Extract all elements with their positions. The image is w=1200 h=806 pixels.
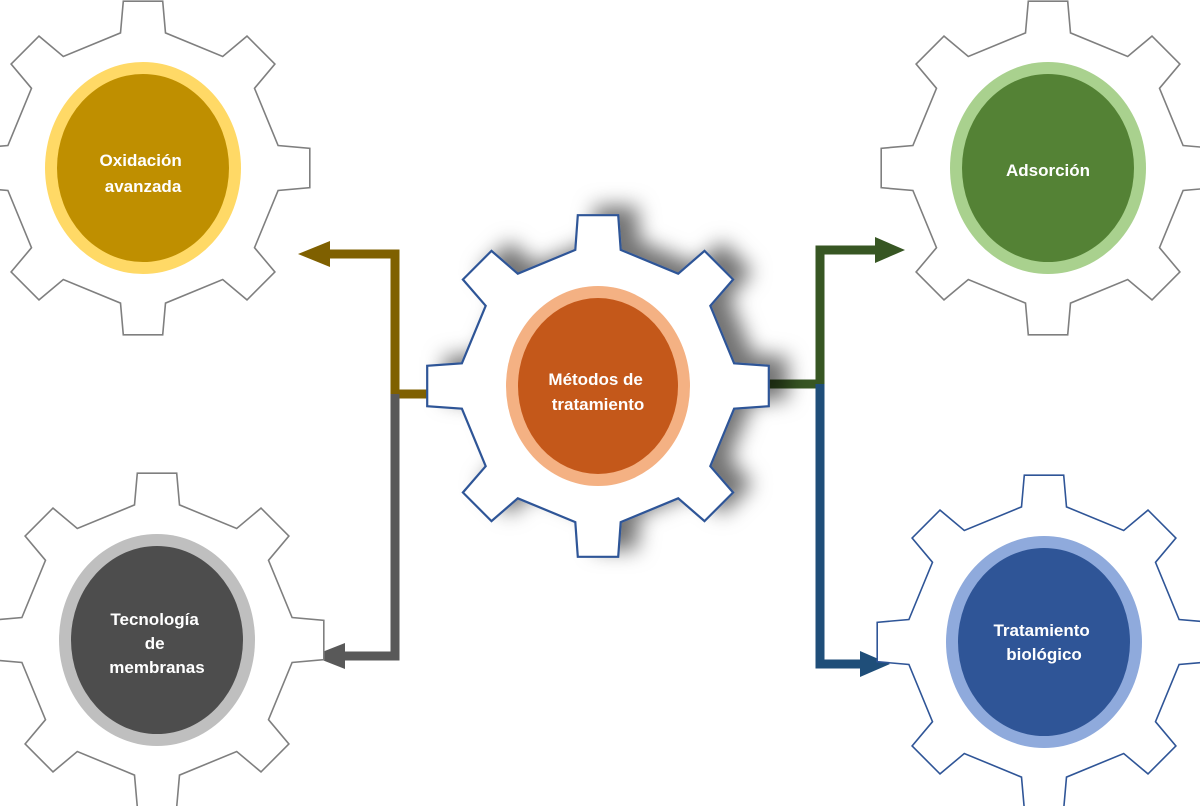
gear-node-biologico: Tratamiento biológico	[876, 474, 1200, 806]
node-label-biologico: Tratamiento biológico	[993, 621, 1094, 664]
gear-node-oxidacion: Oxidación avanzada	[0, 0, 311, 336]
arrowhead-icon	[298, 241, 330, 267]
connectors	[298, 237, 905, 677]
arrow-to-membranas	[312, 394, 400, 669]
connector-line	[330, 249, 450, 399]
node-disc	[57, 74, 229, 262]
arrowhead-icon	[860, 651, 890, 677]
node-label-membranas: Tecnología de membranas	[109, 610, 204, 677]
node-label-center: Métodos de tratamiento	[548, 370, 647, 414]
gear-node-center: Métodos de tratamiento	[426, 214, 770, 558]
gear-node-membranas: Tecnología de membranas	[0, 472, 325, 806]
arrowhead-icon	[312, 643, 345, 669]
node-disc	[518, 298, 678, 474]
node-disc	[958, 548, 1130, 736]
node-disc	[962, 74, 1134, 262]
arrow-to-oxidacion	[298, 241, 450, 399]
node-disc	[71, 546, 243, 734]
node-label-oxidacion: Oxidación avanzada	[100, 151, 187, 196]
node-label-adsorcion: Adsorción	[1006, 161, 1090, 180]
arrowhead-icon	[875, 237, 905, 263]
connector-line	[750, 245, 875, 389]
connector-line	[815, 384, 860, 669]
arrow-to-biologico	[815, 384, 890, 677]
connector-line	[345, 394, 400, 661]
arrow-to-adsorcion	[750, 237, 905, 389]
gear-node-adsorcion: Adsorción	[880, 0, 1200, 336]
